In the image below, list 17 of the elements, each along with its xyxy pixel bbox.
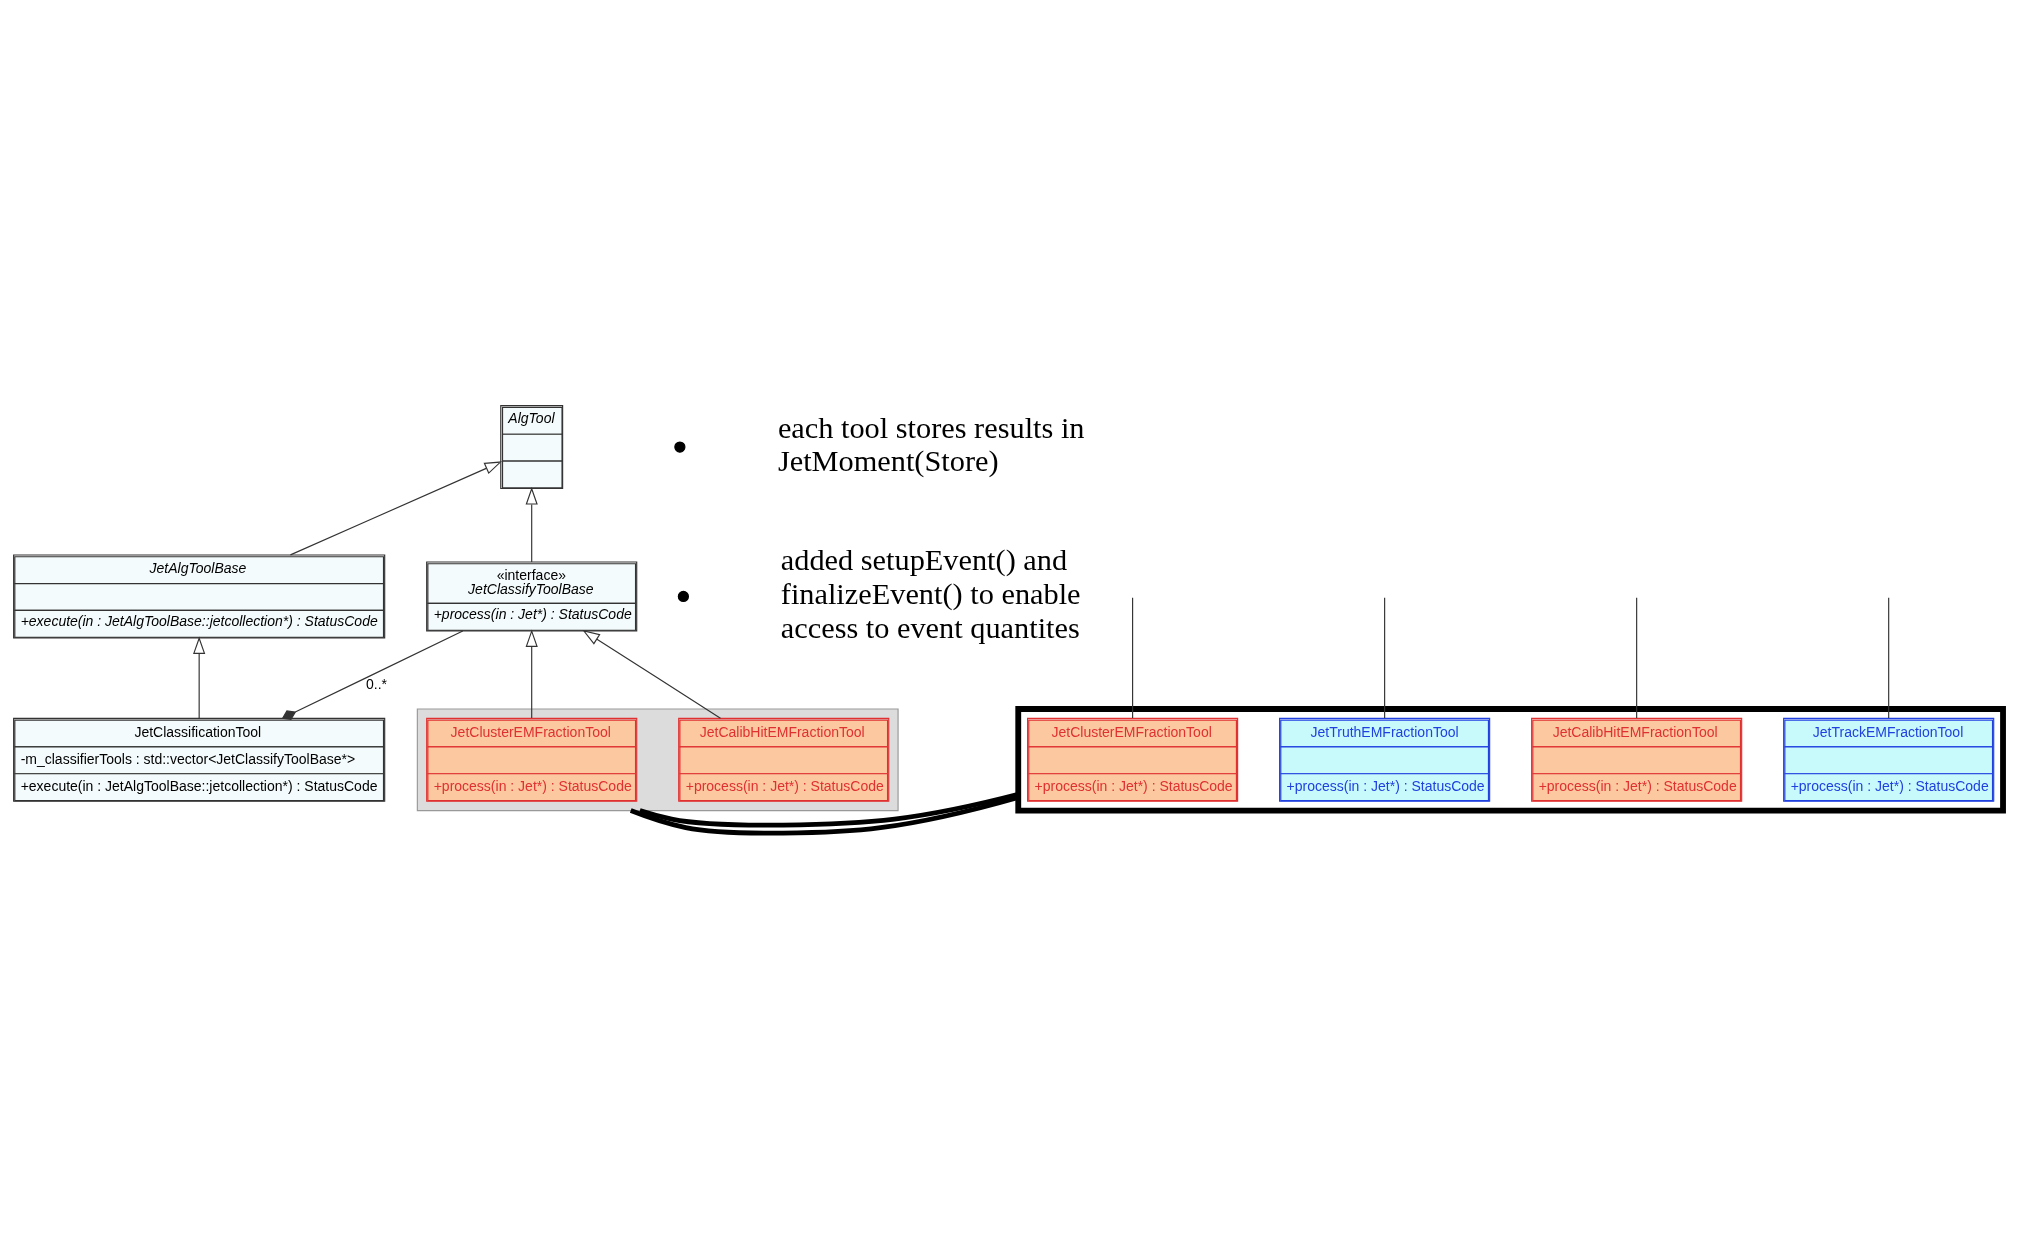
connector — [639, 792, 1019, 828]
edge-label: 0..* — [366, 675, 388, 692]
arrow — [582, 630, 722, 719]
connector — [629, 795, 1019, 836]
connector — [1888, 597, 1890, 719]
connector — [1636, 597, 1638, 719]
arrow — [193, 636, 206, 719]
cluster — [416, 708, 899, 812]
arrow — [525, 629, 538, 719]
connector — [1132, 597, 1134, 719]
cluster — [1015, 706, 2006, 814]
label: added setupEvent() and finalizeEvent() to enable access to event quantites — [780, 542, 1081, 645]
arrow — [289, 461, 503, 556]
connector — [1384, 597, 1386, 719]
connector — [281, 630, 464, 720]
label: each tool stores results in JetMoment(Store) — [777, 410, 1085, 479]
arrow — [525, 487, 538, 563]
